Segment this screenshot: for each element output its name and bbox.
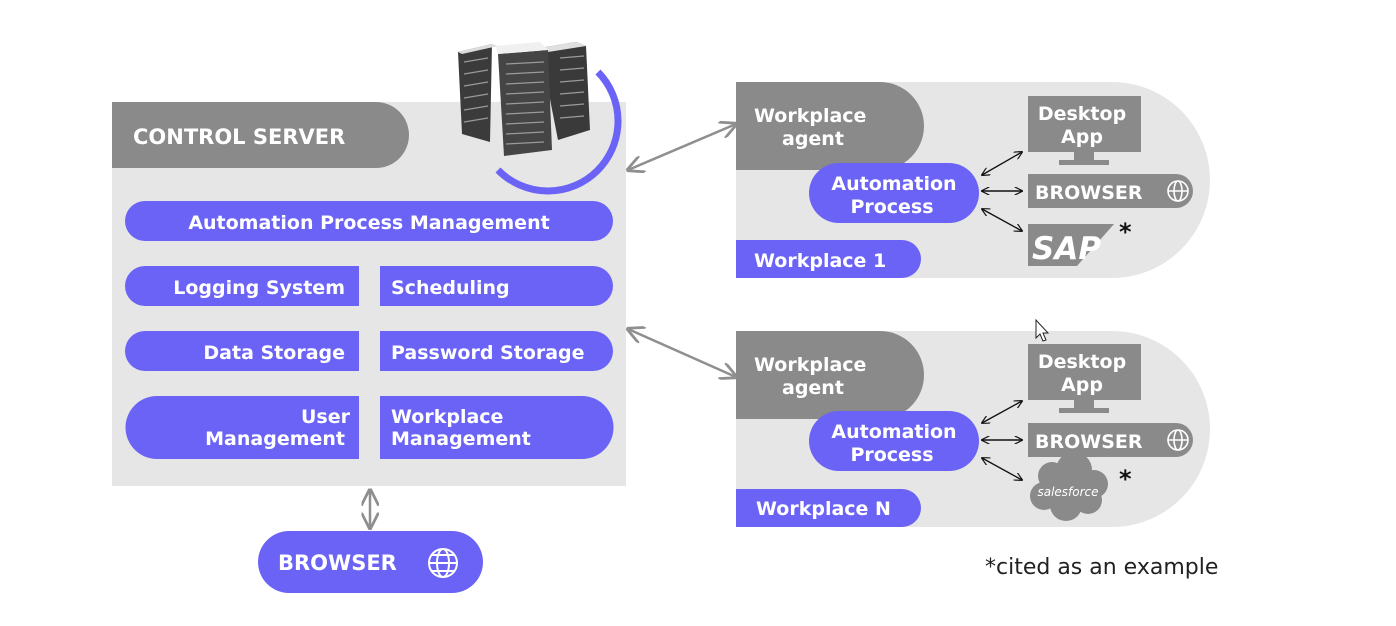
example-asterisk: *: [1119, 218, 1132, 246]
workplace-agent-badge: [736, 82, 924, 170]
workplace-name: Workplace 1: [754, 250, 886, 272]
desktop-app-line2: App: [1061, 374, 1103, 396]
automation-process-badge: [809, 163, 979, 223]
module-password-storage: [380, 331, 613, 371]
process-desktop-arrow: [982, 401, 1022, 423]
server-workplace1-arrow: [628, 124, 736, 170]
module-password-storage-label: Password Storage: [391, 342, 585, 364]
automation-process-line1: Automation: [831, 421, 956, 443]
workplace-name-badge: [736, 240, 921, 278]
module-scheduling-label: Scheduling: [391, 277, 510, 299]
desktop-app-line1: Desktop: [1038, 103, 1126, 125]
module-user-mgmt-line1: User: [301, 406, 351, 428]
automation-process-line1: Automation: [831, 173, 956, 195]
workplace-browser-bar: [1028, 423, 1193, 457]
workplace-browser-label: BROWSER: [1035, 182, 1143, 204]
process-app-arrow: [982, 209, 1022, 231]
browser-client-label: BROWSER: [278, 551, 397, 575]
desktop-app-monitor-icon: [1028, 96, 1141, 165]
module-logging-system: [125, 266, 359, 306]
module-workplace-mgmt-line2: Management: [391, 428, 531, 450]
control-server-panel: CONTROL SERVER: [112, 42, 626, 486]
control-server-header: [112, 102, 409, 168]
module-user-mgmt-line2: Management: [205, 428, 345, 450]
example-asterisk: *: [1119, 465, 1132, 493]
module-automation-process-management: [125, 201, 613, 241]
automation-process-badge: [809, 411, 979, 471]
module-logging-label: Logging System: [173, 277, 345, 299]
server-workplaceN-arrow: [628, 329, 736, 377]
workplace-name-badge: [736, 489, 921, 527]
workplace-n-panel: Workplace agent Automation Process Workp…: [736, 331, 1210, 527]
module-scheduling: [380, 266, 613, 306]
control-server-title: CONTROL SERVER: [133, 125, 345, 149]
module-data-storage-label: Data Storage: [203, 342, 345, 364]
workplace-name: Workplace N: [756, 498, 891, 520]
process-app-arrow: [982, 458, 1022, 480]
footnote: *cited as an example: [985, 555, 1219, 580]
module-user-management: [125, 396, 359, 459]
sap-logo-text: SAP: [1032, 231, 1101, 267]
globe-icon: [1167, 429, 1189, 451]
workplace-agent-line2: agent: [782, 377, 844, 399]
workplace-browser-label: BROWSER: [1035, 431, 1143, 453]
desktop-app-line1: Desktop: [1038, 351, 1126, 373]
salesforce-logo-icon: [1030, 452, 1108, 521]
automation-process-line2: Process: [850, 444, 933, 466]
sap-logo-icon: SAP: [1028, 224, 1114, 267]
module-workplace-mgmt-line1: Workplace: [391, 406, 503, 428]
server-rack-icon: [458, 42, 622, 195]
module-workplace-management: [380, 396, 614, 459]
globe-icon: [428, 548, 458, 578]
module-data-storage: [125, 331, 359, 371]
workplace-1-panel: Workplace agent Automation Process Workp…: [736, 82, 1210, 278]
workplace-agent-line1: Workplace: [754, 105, 866, 127]
desktop-app-line2: App: [1061, 126, 1103, 148]
globe-icon: [1167, 180, 1189, 202]
process-desktop-arrow: [982, 152, 1022, 175]
desktop-app-monitor-icon: [1028, 344, 1141, 413]
mouse-cursor-icon: [1035, 318, 1050, 342]
workplace-browser-bar: [1028, 174, 1193, 208]
workplace-agent-badge: [736, 331, 924, 419]
automation-process-line2: Process: [850, 196, 933, 218]
browser-client: BROWSER: [258, 531, 483, 593]
module-apm-label: Automation Process Management: [188, 212, 549, 234]
workplace-agent-line1: Workplace: [754, 354, 866, 376]
workplace-agent-line2: agent: [782, 128, 844, 150]
salesforce-logo-text: salesforce: [1037, 485, 1098, 499]
